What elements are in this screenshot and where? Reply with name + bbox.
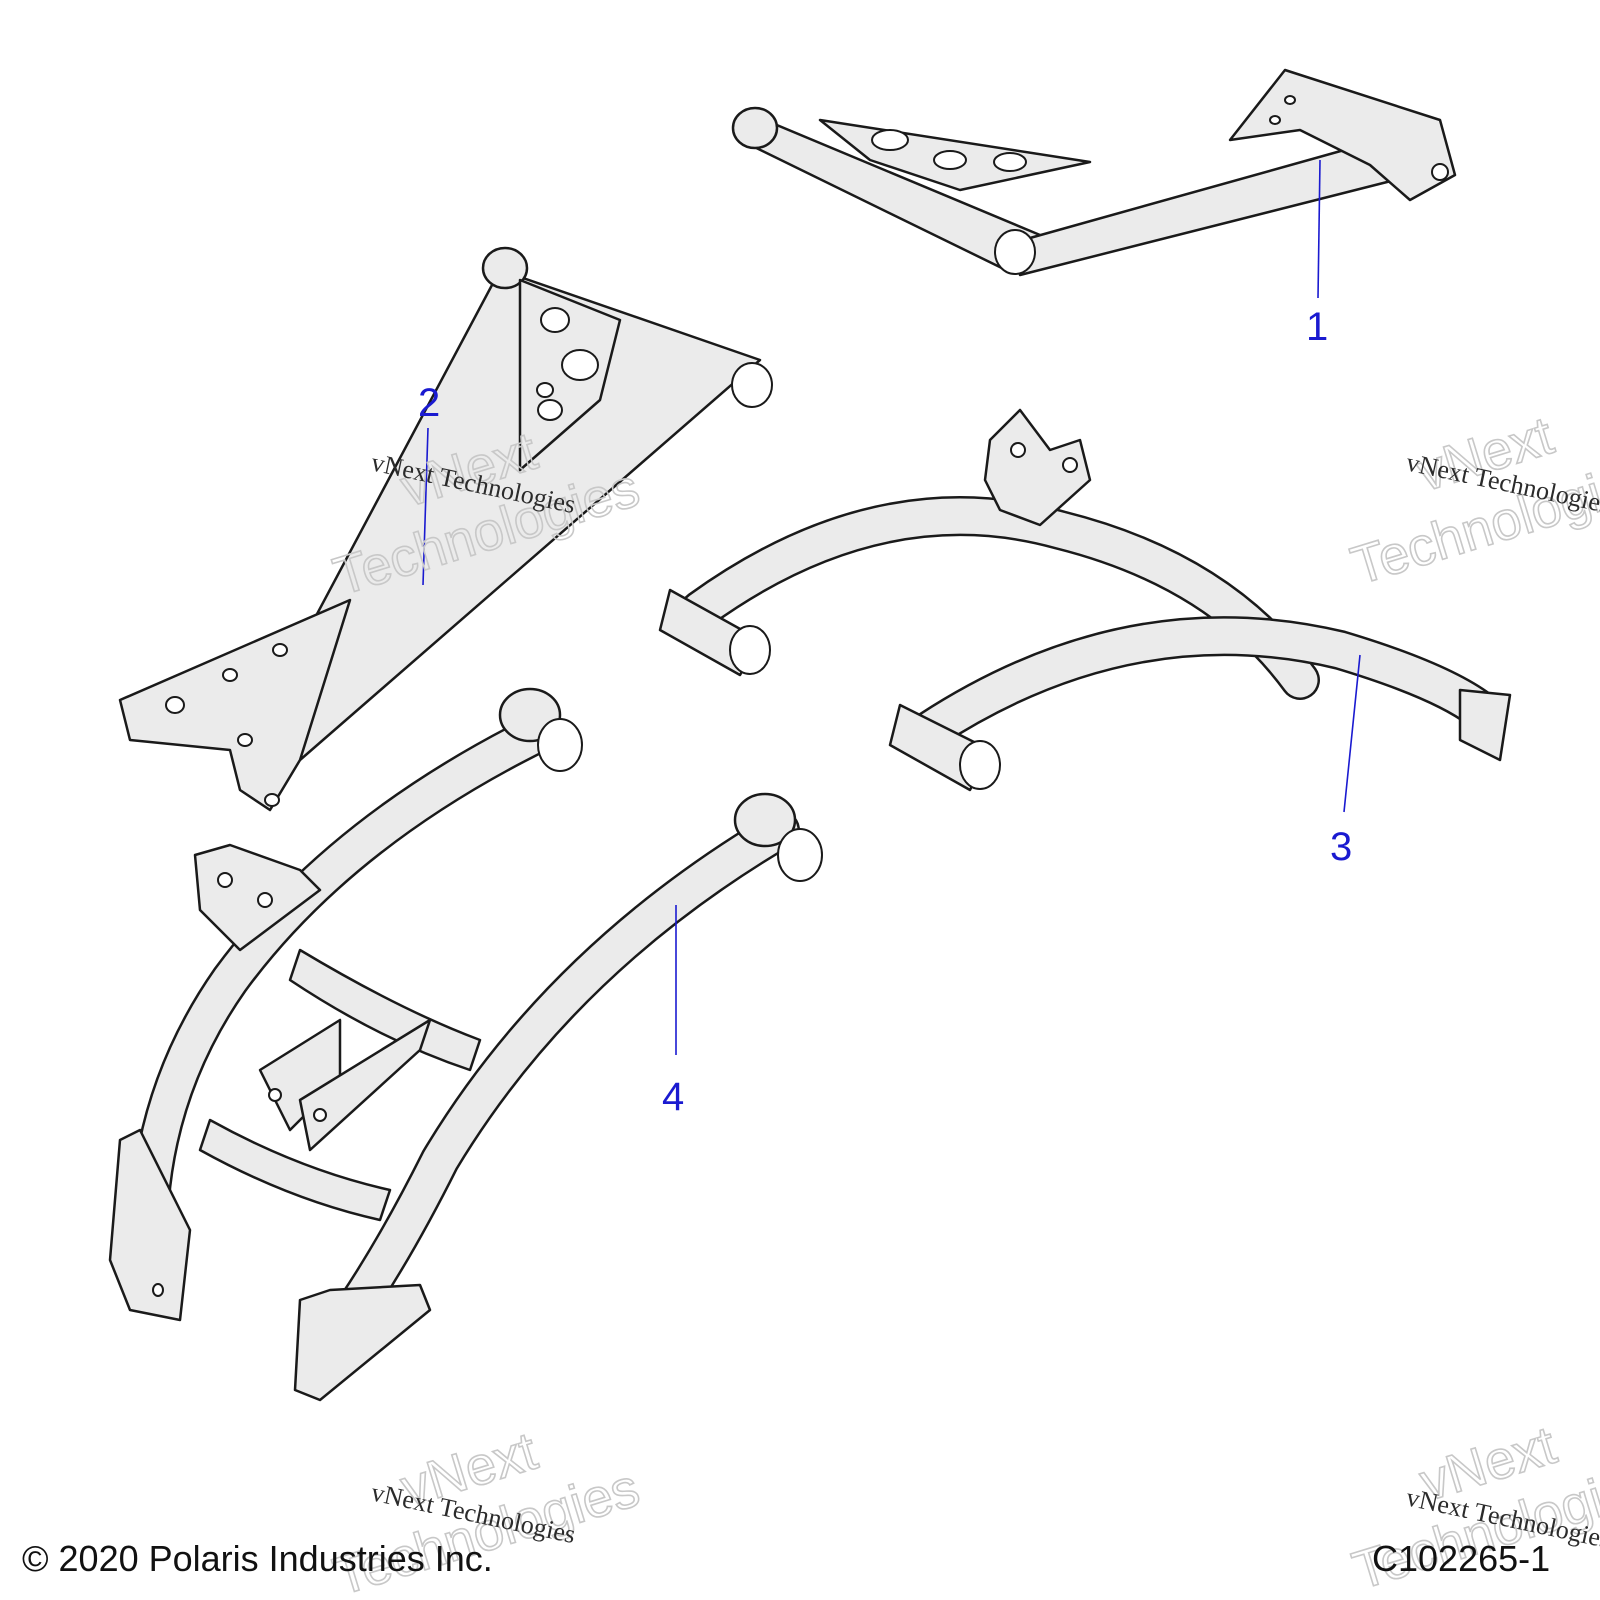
leader-line-1 xyxy=(1317,159,1321,299)
leader-lines xyxy=(422,159,1361,1055)
callout-1: 1 xyxy=(1306,305,1328,349)
callout-2: 2 xyxy=(418,381,440,425)
leader-line-3 xyxy=(1343,654,1361,813)
drawing-number: C102265-1 xyxy=(1372,1538,1551,1579)
part-2-lower-arm xyxy=(118,246,773,812)
part-4-curved-arm xyxy=(108,687,823,1402)
callout-3: 3 xyxy=(1330,825,1352,869)
leader-line-2 xyxy=(422,427,429,586)
part-3-curved-arm xyxy=(658,408,1512,792)
callout-4: 4 xyxy=(662,1075,684,1119)
part-1-upper-arm xyxy=(731,68,1457,277)
copyright-notice: © 2020 Polaris Industries Inc. xyxy=(22,1538,493,1579)
